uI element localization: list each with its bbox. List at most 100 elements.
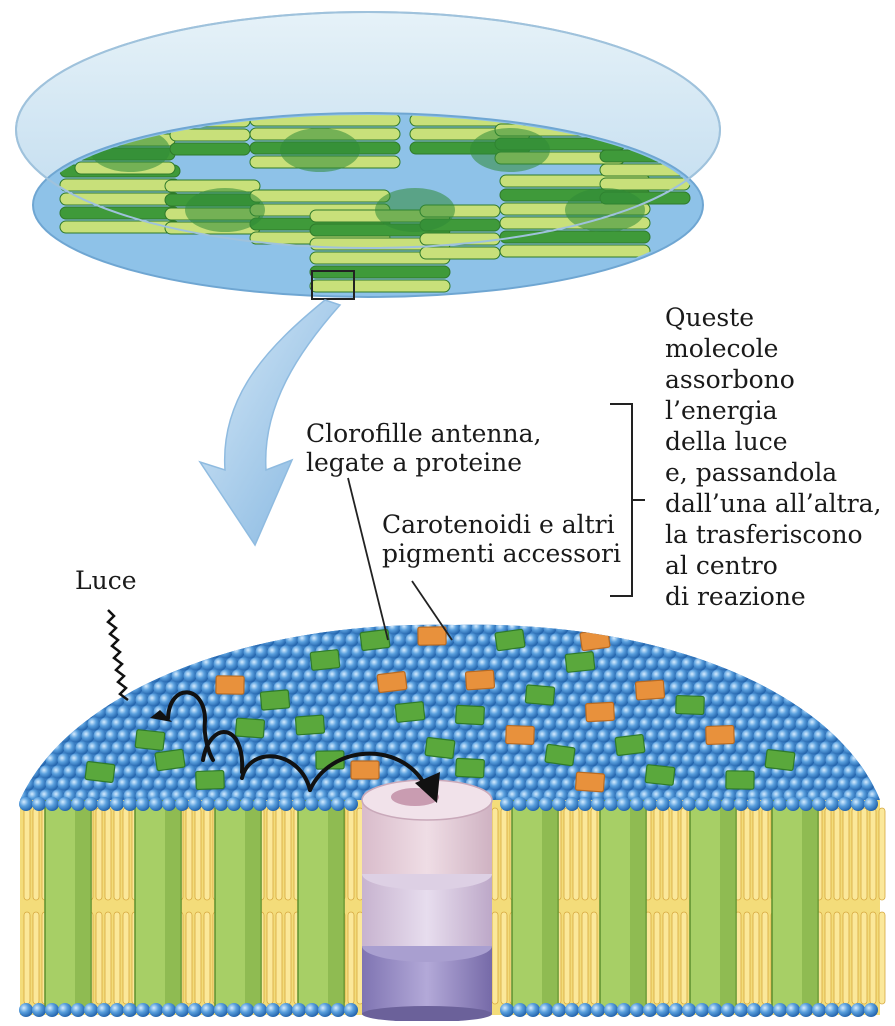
lipid-tail xyxy=(96,808,102,900)
lipid-head xyxy=(76,718,89,731)
lipid-head xyxy=(376,694,389,707)
lipid-head xyxy=(280,622,293,635)
lipid-head xyxy=(268,742,281,755)
lipid-head xyxy=(40,694,53,707)
protein-shade xyxy=(542,800,558,1010)
lipid-head xyxy=(274,634,287,647)
lipid-head xyxy=(262,778,275,791)
lipid-head xyxy=(592,622,605,635)
lipid-head xyxy=(766,682,779,695)
lipid-head xyxy=(16,694,29,707)
carotenoid-pigment xyxy=(377,671,407,692)
lipid-tail xyxy=(267,912,273,1004)
lipid-head xyxy=(718,658,731,671)
lipid-head xyxy=(820,646,833,659)
lipid-head xyxy=(500,1003,514,1017)
lipid-head xyxy=(610,634,623,647)
lipid-head xyxy=(22,706,35,719)
lipid-head xyxy=(82,682,95,695)
lipid-head xyxy=(664,718,677,731)
lipid-head xyxy=(778,658,791,671)
lipid-head xyxy=(796,718,809,731)
lipid-head xyxy=(304,742,317,755)
lipid-tail xyxy=(744,808,750,900)
lipid-tail xyxy=(852,912,858,1004)
lipid-head xyxy=(670,682,683,695)
lipid-head xyxy=(708,1003,722,1017)
lipid-head xyxy=(562,706,575,719)
lipid-head xyxy=(712,766,725,779)
lipid-tail xyxy=(744,912,750,1004)
lipid-head xyxy=(442,682,455,695)
lipid-head xyxy=(832,742,845,755)
lipid-tail xyxy=(114,808,120,900)
lipid-head xyxy=(262,634,275,647)
lipid-tail xyxy=(834,912,840,1004)
lipid-head xyxy=(856,670,869,683)
lipid-head xyxy=(118,706,131,719)
lipid-head xyxy=(778,778,791,791)
lipid-head xyxy=(406,634,419,647)
lipid-head xyxy=(617,797,631,811)
lipid-tail xyxy=(573,808,579,900)
lipid-head xyxy=(682,682,695,695)
lipid-head xyxy=(250,706,263,719)
lipid-head xyxy=(790,730,803,743)
lipid-head xyxy=(166,658,179,671)
lipid-head xyxy=(52,718,65,731)
lipid-head xyxy=(394,658,407,671)
lipid-head xyxy=(46,658,59,671)
lipid-head xyxy=(76,670,89,683)
thylakoid-disc xyxy=(500,245,650,257)
lipid-head xyxy=(136,718,149,731)
lipid-head xyxy=(580,742,593,755)
lipid-head xyxy=(148,622,161,635)
lipid-head xyxy=(628,646,641,659)
lipid-head xyxy=(754,754,767,767)
lipid-tail xyxy=(672,912,678,1004)
lipid-head xyxy=(856,646,869,659)
lipid-head xyxy=(388,622,401,635)
lipid-head xyxy=(670,730,683,743)
lipid-tail xyxy=(852,808,858,900)
lipid-head xyxy=(832,622,845,635)
lipid-head xyxy=(100,646,113,659)
lipid-head xyxy=(220,622,233,635)
lipid-head xyxy=(316,670,329,683)
lipid-head xyxy=(574,730,587,743)
lipid-head xyxy=(388,742,401,755)
lipid-tail xyxy=(186,912,192,1004)
lipid-head xyxy=(40,646,53,659)
lipid-head xyxy=(550,778,563,791)
lipid-head xyxy=(118,658,131,671)
chlorophyll-pigment xyxy=(295,715,324,735)
lipid-head xyxy=(502,658,515,671)
lipid-head xyxy=(736,742,749,755)
lipid-head xyxy=(166,634,179,647)
lipid-tail xyxy=(114,912,120,1004)
lipid-head xyxy=(226,634,239,647)
lipid-head xyxy=(610,778,623,791)
lipid-head xyxy=(826,730,839,743)
lipid-head xyxy=(58,730,71,743)
lipid-head xyxy=(244,670,257,683)
lipid-head xyxy=(864,1003,878,1017)
lipid-head xyxy=(784,646,797,659)
lipid-head xyxy=(754,778,767,791)
lipid-tail xyxy=(663,808,669,900)
lipid-head xyxy=(712,646,725,659)
lipid-head xyxy=(578,797,592,811)
lipid-head xyxy=(190,754,203,767)
chlorophyll-pigment xyxy=(645,765,675,786)
lipid-head xyxy=(214,706,227,719)
lipid-head xyxy=(592,742,605,755)
lipid-head xyxy=(694,658,707,671)
lipid-tail xyxy=(195,912,201,1004)
label-carotenoidi: Carotenoidi e altri pigmenti accessori xyxy=(382,510,621,568)
lipid-head xyxy=(106,706,119,719)
lipid-head xyxy=(832,646,845,659)
lipid-head xyxy=(628,622,641,635)
lipid-head xyxy=(688,646,701,659)
lipid-head xyxy=(292,797,306,811)
carotenoid-pigment xyxy=(586,702,615,721)
